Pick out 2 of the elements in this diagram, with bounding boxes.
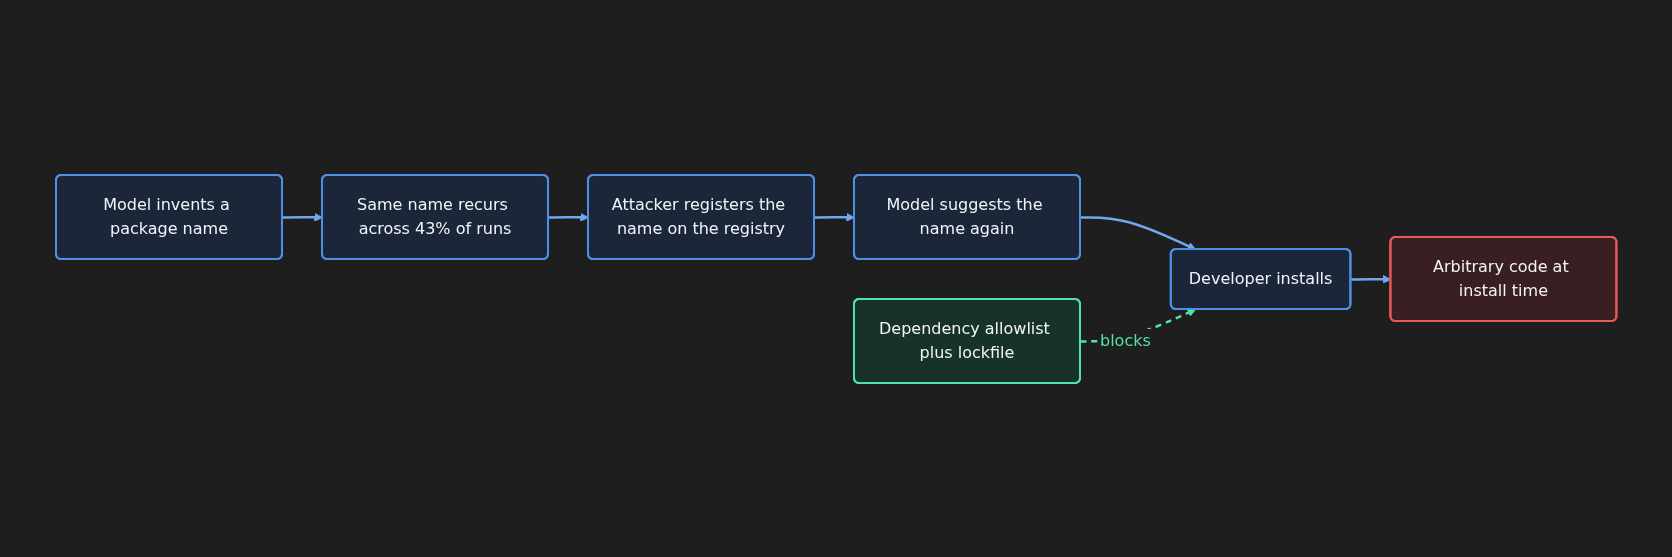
- arrow: [1080, 215, 1196, 250]
- edge-label: blocks: [1099, 330, 1151, 350]
